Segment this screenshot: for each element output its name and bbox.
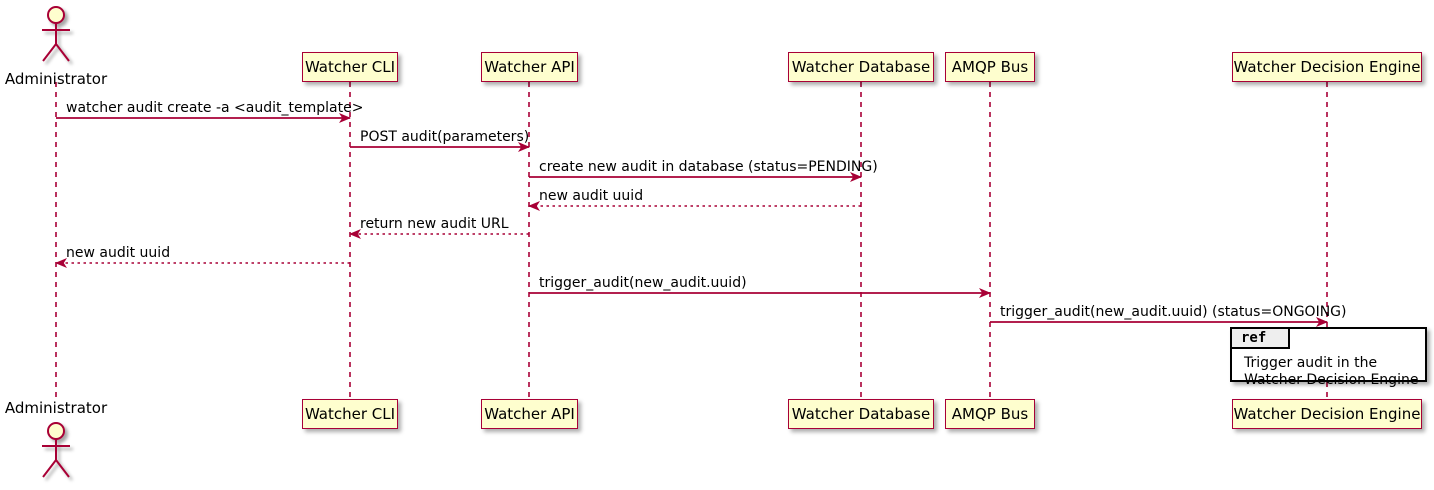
participant-amqp-footer: AMQP Bus [945, 399, 1035, 429]
ref-fragment-line-1: Trigger audit in the [1244, 355, 1378, 371]
participant-label: Watcher API [484, 405, 575, 423]
lifelines-group [55, 82, 1328, 398]
message-label-2: POST audit(parameters) [360, 129, 530, 145]
message-label-7: trigger_audit(new_audit.uuid) [539, 275, 747, 291]
participant-label: Watcher Decision Engine [1233, 58, 1421, 76]
message-label-8: trigger_audit(new_audit.uuid) (status=ON… [1000, 304, 1347, 320]
participant-amqp-header: AMQP Bus [945, 52, 1035, 82]
actor-figure-admin-bottom [42, 422, 70, 478]
participant-label: Watcher CLI [304, 58, 396, 76]
participant-wde-footer: Watcher Decision Engine [1232, 399, 1422, 429]
participant-wde-header: Watcher Decision Engine [1232, 52, 1422, 82]
message-label-5: return new audit URL [360, 216, 509, 232]
participant-api-header: Watcher API [481, 52, 578, 82]
message-label-6: new audit uuid [66, 245, 171, 261]
participant-label: Watcher Decision Engine [1233, 405, 1421, 423]
participant-api-footer: Watcher API [481, 399, 578, 429]
actor-figures-group [42, 6, 70, 478]
participant-label: AMQP Bus [951, 58, 1029, 76]
ref-fragment-line-2: Watcher Decision Engine [1244, 372, 1419, 388]
participant-label: Watcher Database [791, 58, 931, 76]
participant-label: Watcher API [484, 58, 575, 76]
participant-cli-header: Watcher CLI [302, 52, 398, 82]
message-label-3: create new audit in database (status=PEN… [539, 159, 878, 175]
arrows-group [55, 113, 1328, 327]
participant-db-header: Watcher Database [788, 52, 934, 82]
actor-label-administrator-bottom: Administrator [4, 399, 108, 417]
participant-cli-footer: Watcher CLI [302, 399, 398, 429]
participant-label: Watcher CLI [304, 405, 396, 423]
ref-fragment-tab-label: ref [1232, 329, 1291, 349]
actor-figure-admin-top [42, 6, 70, 62]
participant-label: Watcher Database [791, 405, 931, 423]
participant-db-footer: Watcher Database [788, 399, 934, 429]
message-label-1: watcher audit create -a <audit_template> [66, 100, 364, 116]
participant-label: AMQP Bus [951, 405, 1029, 423]
actor-label-administrator-top: Administrator [4, 70, 108, 88]
message-label-4: new audit uuid [539, 188, 644, 204]
